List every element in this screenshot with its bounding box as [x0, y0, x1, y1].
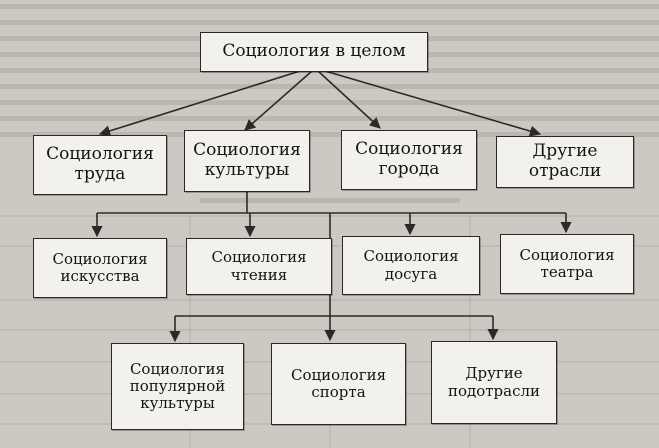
node-other-branches: Другие отрасли — [496, 136, 634, 188]
node-label: Социология в целом — [222, 41, 406, 62]
node-label: Другие отрасли — [528, 141, 602, 181]
node-label: Социология чтения — [211, 248, 307, 284]
connector-root-drugie — [324, 70, 542, 137]
node-label: Социология культуры — [193, 140, 301, 180]
node-sociology-reading: Социология чтения — [186, 238, 332, 295]
node-label: Социология труда — [46, 144, 154, 184]
connector-root-kultury — [244, 70, 313, 131]
node-sociology-overall: Социология в целом — [200, 32, 428, 72]
node-label: Другие подотрасли — [447, 364, 541, 400]
node-other-subbranches: Другие подотрасли — [431, 341, 557, 424]
node-sociology-culture: Социология культуры — [184, 130, 310, 192]
node-label: Социология города — [355, 139, 463, 179]
node-label: Социология популярной культуры — [129, 359, 226, 413]
node-label: Социология спорта — [290, 365, 387, 401]
node-label: Социология театра — [519, 245, 615, 281]
connector-root-goroda — [317, 70, 381, 129]
node-sociology-art: Социология искусства — [33, 238, 167, 298]
node-sociology-sport: Социология спорта — [271, 343, 406, 425]
node-sociology-leisure: Социология досуга — [342, 236, 480, 295]
node-label: Социология досуга — [363, 247, 459, 283]
node-label: Социология искусства — [52, 249, 148, 285]
node-sociology-labor: Социология труда — [33, 135, 167, 195]
node-sociology-city: Социология города — [341, 130, 477, 190]
node-sociology-popular-culture: Социология популярной культуры — [111, 343, 244, 430]
node-sociology-theatre: Социология театра — [500, 234, 634, 294]
connector-root-trud — [98, 70, 301, 137]
